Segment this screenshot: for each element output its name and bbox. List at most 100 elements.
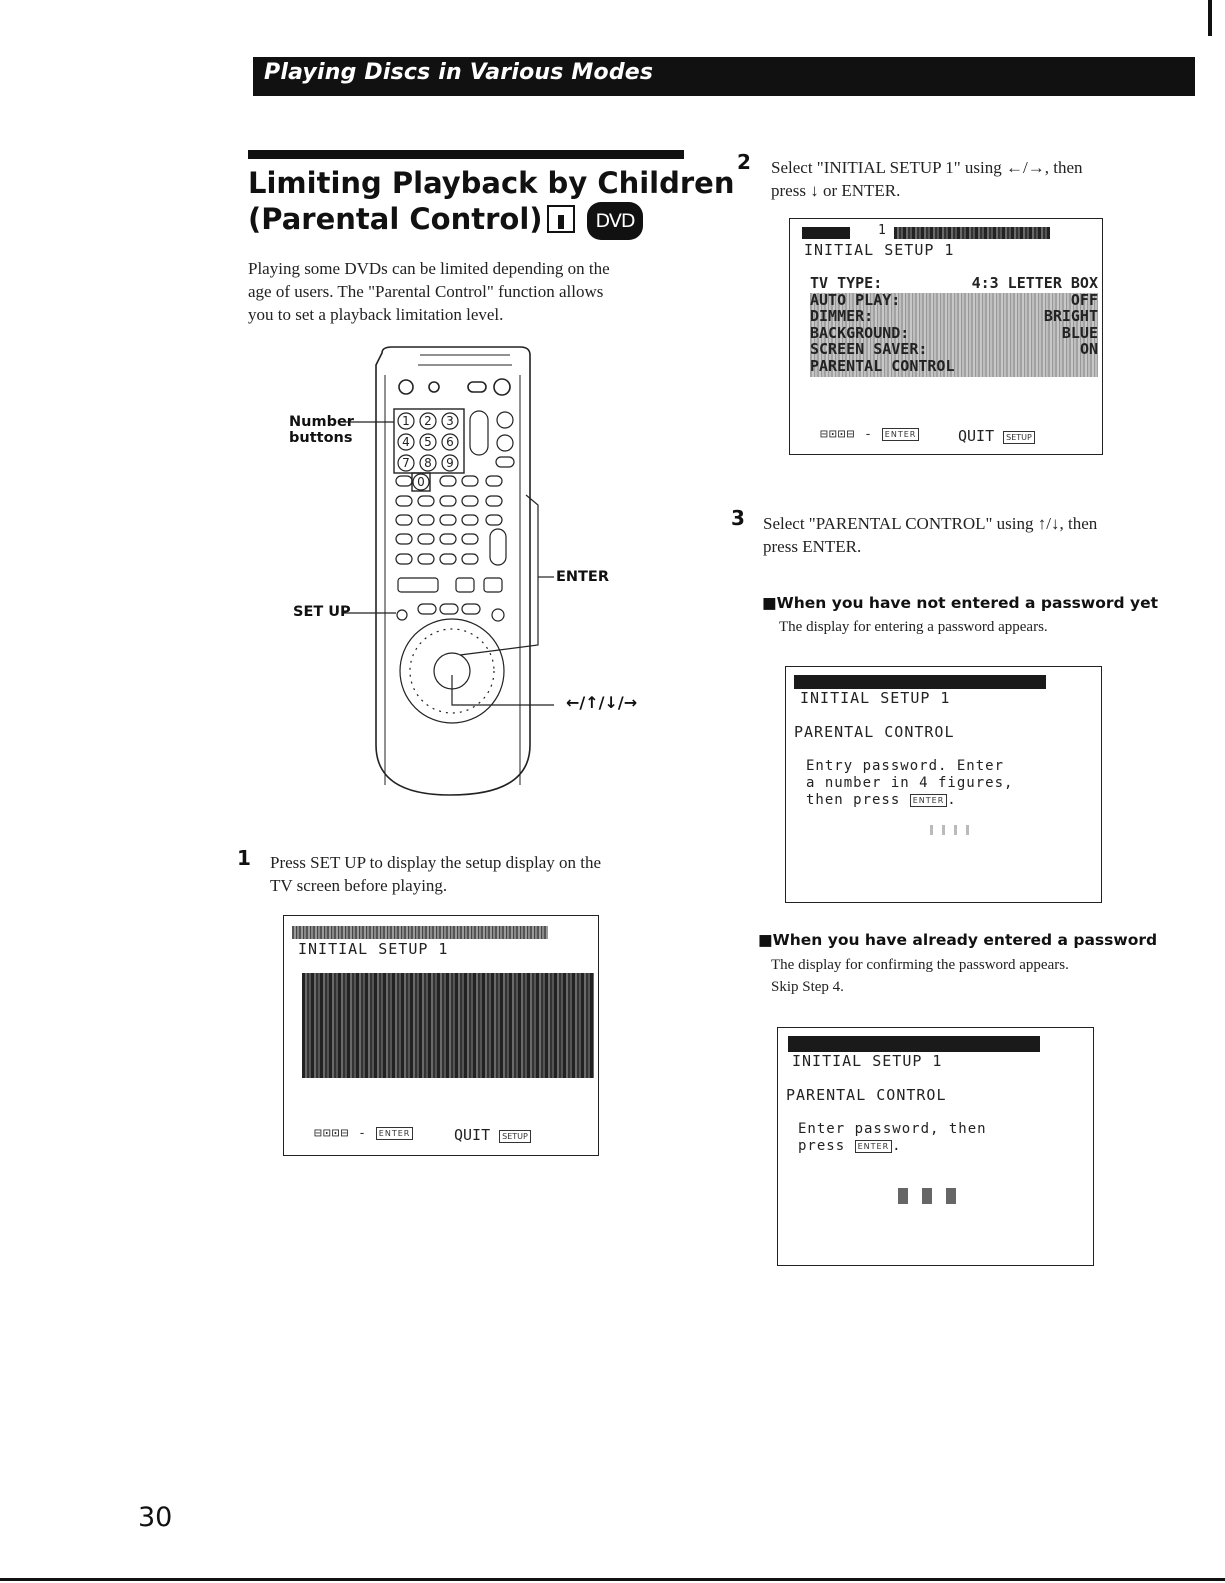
menu-label: DIMMER: [810,307,874,325]
enter-label: ENTER [556,569,610,585]
screen2-nav-icons: ⊟⊡⊡⊟ - ENTER [820,427,920,442]
not-entered-desc: The display for entering a password appe… [779,619,1048,635]
step-1-line: TV screen before playing. [270,876,448,895]
menu-row-auto-play: AUTO PLAY: OFF [810,290,1098,309]
number-button-6: 6 [446,435,454,449]
intro-line: you to set a playback limitation level. [248,305,504,324]
screen1-quit-label: QUIT [454,1126,491,1144]
password-confirm-screen: INITIAL SETUP 1 PARENTAL CONTROL Enter p… [777,1027,1094,1266]
number-button-7: 7 [402,456,410,470]
confirm-screen-message: Enter password, then press ENTER. [798,1121,987,1154]
menu-row-dimmer: DIMMER: BRIGHT [810,308,1098,325]
message-line: press [798,1138,846,1154]
screen2-top-block [802,227,850,239]
menu-value: BRIGHT [1043,307,1098,325]
screen2-heading: INITIAL SETUP 1 [804,241,955,259]
screen2-quit: QUIT SETUP [958,427,1035,445]
step-3-text: Select "PARENTAL CONTROL" using ↑/↓, the… [763,512,1097,558]
confirm-screen-heading: INITIAL SETUP 1 [792,1052,943,1070]
number-buttons-label-line1: Number [289,414,354,430]
bottom-border [0,1578,1225,1581]
number-button-2: 2 [424,414,432,428]
number-buttons-label-line2: buttons [289,430,353,446]
number-button-1: 1 [402,414,410,428]
remote-control-illustration: 1 2 3 4 5 6 7 8 9 0 [340,346,554,796]
screen1-quit: QUIT SETUP [454,1126,531,1144]
screen2-menu-noise [810,293,1098,377]
menu-value: ON [1079,340,1098,358]
screen1-heading: INITIAL SETUP 1 [298,940,449,958]
header-title: Playing Discs in Various Modes [264,60,654,85]
enter-tag: ENTER [375,1127,414,1140]
section-title: Limiting Playback by Children (Parental … [248,165,735,240]
password-screen-top-bar [794,675,1046,689]
section-title-line2: (Parental Control) [248,202,543,236]
step-1-number: 1 [237,846,251,870]
menu-label: AUTO PLAY: [810,290,901,309]
number-button-8: 8 [424,456,432,470]
message-line: then press [806,792,901,808]
not-entered-heading: ■When you have not entered a password ye… [762,594,1159,612]
arrows-label: ←/↑/↓/→ [566,693,638,712]
dvd-badge: DVD [586,202,644,240]
screen2-menu: TV TYPE:4:3 LETTER BOX AUTO PLAY: OFF DIM… [810,275,1098,374]
password-entry-screen: INITIAL SETUP 1 PARENTAL CONTROL Entry p… [785,666,1102,903]
menu-label: SCREEN SAVER: [810,340,928,358]
menu-row-screen-saver: SCREEN SAVER: ON [810,341,1098,358]
remote-icon [546,205,575,233]
desc-line: Skip Step 4. [771,979,844,995]
step-1-text: Press SET UP to display the setup displa… [270,851,601,897]
menu-label: BACKGROUND: [810,323,910,342]
screen2-top-row: 1 [878,223,886,238]
setup-tag: SETUP [1003,431,1035,444]
section-title-line2-wrap: (Parental Control) DVD [248,201,735,240]
section-rule [248,150,684,159]
screen2-top-noise [894,227,1050,239]
section-title-line1: Limiting Playback by Children [248,166,735,200]
number-button-3: 3 [446,414,454,428]
menu-value: OFF [1070,290,1098,309]
menu-row-parental-control: PARENTAL CONTROL [810,356,1098,375]
screen2-quit-label: QUIT [958,427,995,445]
password-digit-placeholders [930,825,970,835]
password-screen-message: Entry password. Enter a number in 4 figu… [806,758,1014,808]
setup-tag: SETUP [499,1130,531,1143]
step-2-line: Select "INITIAL SETUP 1" using ←/→, then [771,158,1083,177]
step-2-number: 2 [737,150,751,174]
step-3-line: press ENTER. [763,537,862,556]
intro-line: Playing some DVDs can be limited dependi… [248,259,610,278]
menu-row-background: BACKGROUND: BLUE [810,323,1098,342]
not-entered-heading-text: When you have not entered a password yet [776,594,1159,612]
intro-text: Playing some DVDs can be limited dependi… [248,257,610,326]
setup-label: SET UP [293,604,351,620]
number-button-9: 9 [446,456,454,470]
enter-tag: ENTER [881,428,920,441]
enter-tag: ENTER [909,794,948,807]
menu-label: PARENTAL CONTROL [810,356,955,375]
page-number: 30 [138,1502,173,1533]
message-line: Enter password, then [798,1121,987,1137]
password-screen-heading: INITIAL SETUP 1 [800,689,951,707]
number-button-5: 5 [424,435,432,449]
number-button-0: 0 [417,475,425,489]
header-bar [253,57,1195,96]
setup-screen-2: 1 INITIAL SETUP 1 TV TYPE:4:3 LETTER BOX… [789,218,1103,455]
menu-value: 4:3 LETTER BOX [971,274,1098,292]
step-1-line: Press SET UP to display the setup displa… [270,853,602,872]
step-3-line: Select "PARENTAL CONTROL" using ↑/↓, the… [763,514,1098,533]
message-line: a number in 4 figures, [806,775,1014,791]
page-edge-mark [1208,0,1212,36]
screen1-menu-noise [302,973,594,1078]
menu-value: BLUE [1061,323,1098,342]
confirm-screen-sub: PARENTAL CONTROL [786,1086,947,1104]
already-entered-desc: The display for confirming the password … [771,954,1069,998]
already-entered-heading-text: When you have already entered a password [772,931,1158,949]
screen1-nav-icons: ⊟⊡⊡⊟ - ENTER [314,1126,414,1141]
enter-tag: ENTER [854,1140,893,1153]
message-line: Entry password. Enter [806,758,1005,774]
setup-screen-1: INITIAL SETUP 1 ⊟⊡⊡⊟ - ENTER QUIT SETUP [283,915,599,1156]
number-buttons-label: Number buttons [289,414,354,446]
menu-row-tv-type: TV TYPE:4:3 LETTER BOX [810,275,1098,292]
confirm-screen-top-bar [788,1036,1040,1052]
step-2-text: Select "INITIAL SETUP 1" using ←/→, then… [771,156,1083,202]
